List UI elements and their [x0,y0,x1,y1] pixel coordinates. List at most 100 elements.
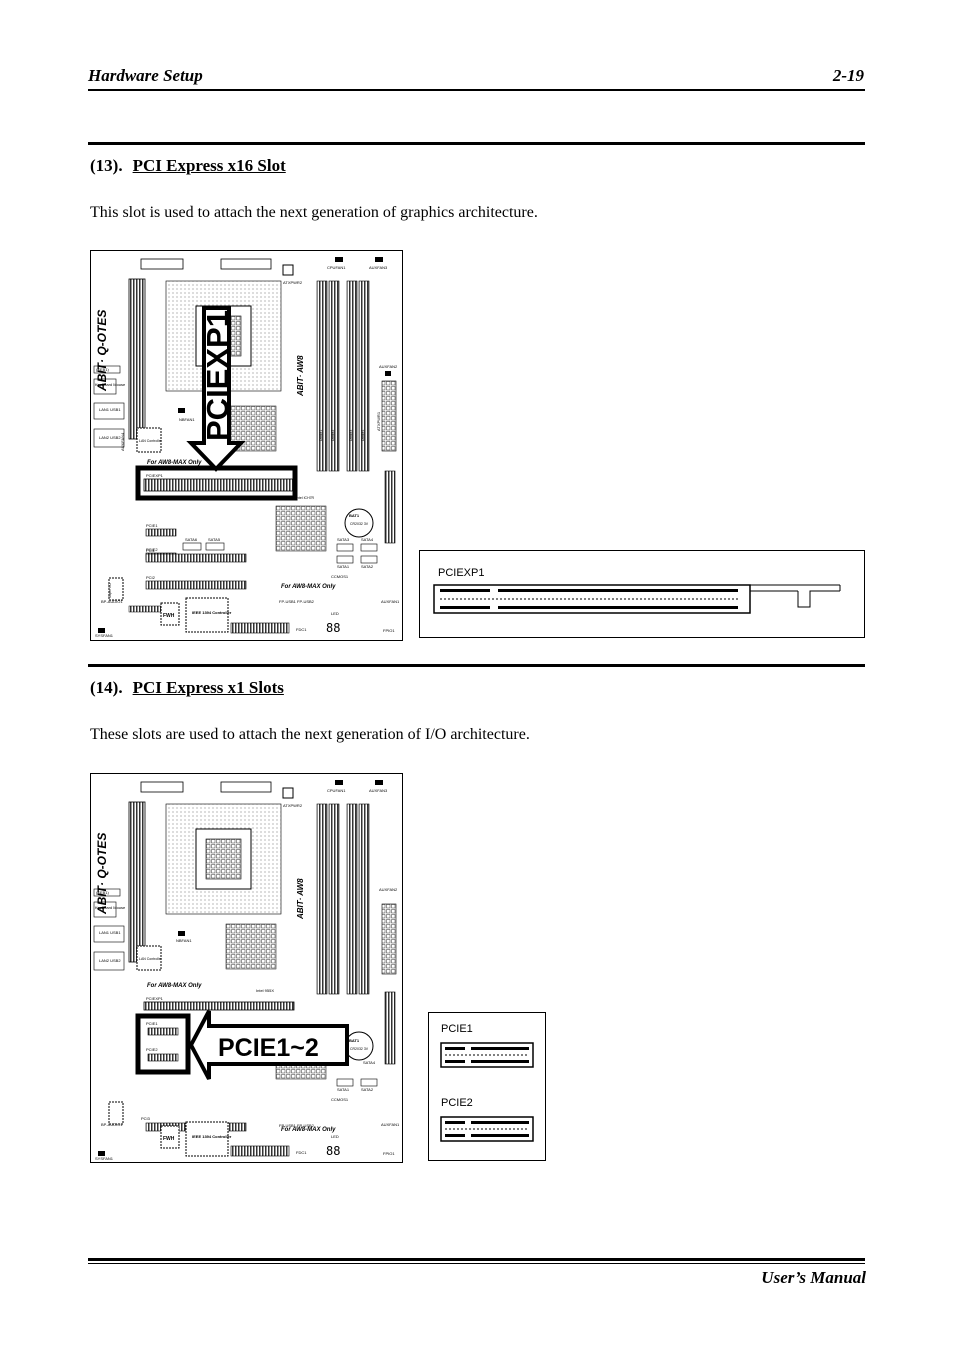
board2-auxfan3-label: AUXFAN3 [369,788,388,793]
board2-sata1-label: SATA1 [337,1087,350,1092]
board-pci1-label: PCI1 [146,548,156,553]
board2-for-aw8max-label-1: For AW8-MAX Only [147,983,202,989]
board-lan-controller-label: LAN Controller [139,439,163,443]
board-sata4-label: SATA4 [361,537,374,542]
board-pci2-label: PCI2 [146,575,156,580]
board2-lan-controller-label: LAN Controller [139,957,163,961]
section-14-body: These slots are used to attach the next … [90,726,530,743]
board-led-label: LED [331,611,339,616]
page-number: 2-19 [832,66,864,85]
board2-intel955-label: Intel 955X [256,988,274,993]
board-sysfan-label: SYSFAN1 [95,633,114,638]
board2-fwh-label: FWH [163,1136,175,1142]
board-fdc-label: FDC1 [296,627,307,632]
board-atxpwr2-label: ATXPWR2 [283,280,303,285]
board-auxfan1-label: AUXFAN1 [381,599,400,604]
section-14-title: PCI Express x1 Slots [132,678,284,697]
section-14-number: (14). [90,678,123,697]
pcie2-callout-label: PCIE2 [441,1097,473,1109]
board-sata3-label: SATA3 [337,537,350,542]
footer-title: User’s Manual [761,1268,866,1287]
motherboard-diagram-1: CPUFAN1 AUXFAN3 ATXPWR2 AUXFAN4 ABIT· Q-… [90,250,403,641]
board-for-aw8max-label-1: For AW8-MAX Only [147,460,202,466]
board2-sata2-label: SATA2 [361,1087,374,1092]
board-sata6-label: SATA6 [185,537,198,542]
board-lan2-label: LAN2 USB2 [99,435,121,440]
board-ieee-label: IEEE 1394 Controller [192,610,232,615]
board2-pci3-label: PCI3 [141,1116,151,1121]
board2-brand: ABIT· Q-OTES [95,833,109,915]
board2-led-label: LED [331,1134,339,1139]
board2-fpio-label: FPIO1 [383,1151,395,1156]
board-dimm4-label: DIMM4 [361,430,365,441]
board-model: ABIT· AW8 [296,355,305,397]
board-eeb1-label: (EEB1) [96,367,110,372]
board2-bat-label: BAT1 [349,1038,360,1043]
board2-sysfan-label: SYSFAN1 [95,1156,114,1161]
board2-cpufan-label: CPUFAN1 [327,788,346,793]
board-lan1-label: LAN1 USB1 [99,407,121,412]
section-14-rule [88,664,865,667]
section-13-heading: (13). PCI Express x16 Slot [90,156,286,176]
board-ich-label: Intel ICH7R [296,496,315,500]
board-bat-label: BAT1 [349,513,360,518]
board2-lan2-label: LAN2 USB2 [99,958,121,963]
board2-pcie1-label: PCIE1 [146,1021,158,1026]
board-atxpwr1-label: ATXPWR1 [376,411,381,431]
section-13-title: PCI Express x16 Slot [132,156,286,175]
pcie1-2-big-label: PCIE1~2 [218,1034,319,1062]
board-fp-usb-label: FP-USB1 FP-USB2 [279,599,315,604]
pciexp1-big-label: PCIEXP1 [200,310,235,441]
motherboard-diagram-2: CPUFAN1 AUXFAN3 ATXPWR2 ABIT· Q-OTES (EE… [90,773,403,1163]
board-dimm2-label: DIMM2 [331,430,335,441]
pcie1-callout-label: PCIE1 [441,1023,473,1035]
board-cpufan-label: CPUFAN1 [327,265,346,270]
board2-ccmos-label: CCMOS1 [331,1097,349,1102]
board2-bp-audio-label: BP-AUDIO1 [101,1122,123,1127]
footer-rule-thin [88,1263,865,1264]
board2-fp-usb-label: FP-USB1 FP-USB2 [279,1123,315,1128]
pcie1-2-highlight-box [135,1013,191,1075]
board-bp-audio-label: BP-AUDIO1 [101,599,123,604]
board-auxfan2-label: AUXFAN2 [379,364,398,369]
board-pcie1-label: PCIE1 [146,523,158,528]
board-sata1-label: SATA1 [337,564,350,569]
board2-pcie2-label: PCIE2 [146,1047,158,1052]
section-13-rule [88,142,865,145]
pciexp1-arrow [186,306,246,472]
board2-ieee-label: IEEE 1394 Controller [192,1134,232,1139]
board2-fdc-label: FDC1 [296,1150,307,1155]
board2-eeb1-label: (EEB1) [96,890,110,895]
board2-pciexp1-label: PCIEXP1 [146,996,164,1001]
board2-bat-sub: CR2032 3V [350,1047,369,1051]
board2-nbfan-label: NBFAN1 [176,938,192,943]
board-for-aw8max-label-2: For AW8-MAX Only [281,584,336,590]
pciexp1-callout: PCIEXP1 [419,550,865,638]
board-dimm3-label: DIMM3 [349,430,353,441]
pcie1-2-callout: PCIE1 PCIE2 [428,1012,546,1161]
board-brand: ABIT· Q-OTES [95,310,109,392]
board2-model: ABIT· AW8 [296,878,305,920]
section-13-number: (13). [90,156,123,175]
board2-keyboard-label: Keyboard Mouse [95,905,126,910]
board2-lan1-label: LAN1 USB1 [99,930,121,935]
board2-auxfan2-label: AUXFAN2 [379,887,398,892]
board2-sata4-label: SATA4 [363,1060,376,1065]
section-13-body: This slot is used to attach the next gen… [90,204,538,221]
board-fpio-label: FPIO1 [383,628,395,633]
board-auxfan3-label: AUXFAN3 [369,265,388,270]
board-pcie2-label: PCIE2 [146,547,158,552]
board-aux4-label: AUXFAN4 [120,432,125,451]
board-keyboard-label: Keyboard Mouse [95,382,126,387]
board2-atxpwr2-label: ATXPWR2 [283,803,303,808]
header-rule [88,89,865,91]
board2-auxfan1-label: AUXFAN1 [381,1122,400,1127]
board-super-io-label: Super I/O [108,583,112,598]
board-fwh-label: FWH [163,613,175,619]
pcie1-2-arrow [188,1010,349,1080]
section-14-heading: (14). PCI Express x1 Slots [90,678,284,698]
pciexp1-callout-label: PCIEXP1 [438,567,485,579]
board-dimm1-label: DIMM1 [319,430,323,441]
board-sata2-label: SATA2 [361,564,374,569]
board2-for-aw8max-label-2: For AW8-MAX Only [281,1127,336,1133]
